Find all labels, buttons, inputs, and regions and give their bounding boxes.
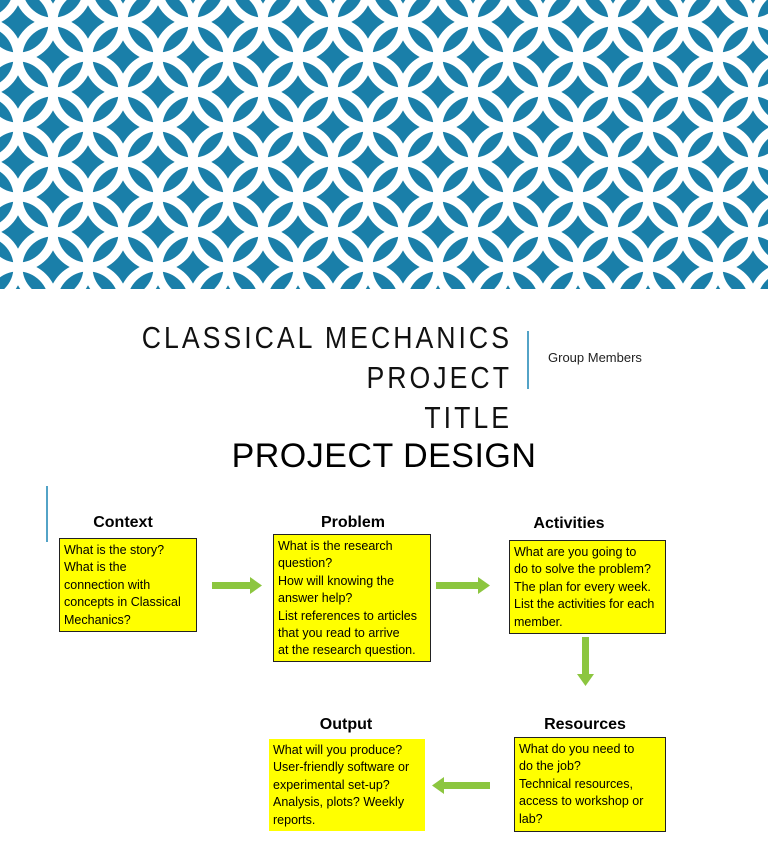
problem-line: What is the research bbox=[278, 539, 393, 553]
slide-title-line-2: TITLE bbox=[424, 400, 512, 435]
design-heading: PROJECT DESIGN bbox=[231, 437, 537, 475]
output-line: User-friendly software or bbox=[273, 760, 410, 775]
activities-box: What are you going to do to solve the pr… bbox=[509, 540, 666, 634]
problem-line: question? bbox=[278, 556, 333, 571]
arrow-activities-to-resources-icon bbox=[577, 637, 594, 686]
activities-label: Activities bbox=[533, 515, 605, 532]
context-line: concepts in Classical bbox=[64, 595, 181, 610]
problem-box: What is the research question? How will … bbox=[273, 534, 431, 662]
context-line: Mechanics? bbox=[64, 612, 131, 627]
resources-box: What do you need to do the job? Technica… bbox=[514, 737, 666, 832]
title-divider bbox=[527, 331, 529, 389]
resources-line: Technical resources, bbox=[519, 776, 633, 791]
decorative-pattern-banner bbox=[0, 0, 768, 289]
problem-line: How will knowing the bbox=[278, 573, 395, 588]
slide-subtitle: Group Members bbox=[548, 350, 642, 365]
resources-line: do the job? bbox=[519, 759, 581, 774]
activities-line: do to solve the problem? bbox=[514, 562, 651, 577]
output-line: reports. bbox=[273, 812, 316, 827]
activities-line: List the activities for each bbox=[514, 597, 655, 612]
context-box: What is the story? What is the connectio… bbox=[59, 538, 197, 632]
problem-line: answer help? bbox=[278, 591, 353, 606]
output-box: What will you produce? User-friendly sof… bbox=[269, 739, 425, 831]
activities-line: What are you going to bbox=[514, 545, 637, 559]
output-label: Output bbox=[319, 716, 373, 733]
context-line: What is the bbox=[64, 560, 127, 575]
resources-line: What do you need to bbox=[519, 742, 635, 756]
activities-line: The plan for every week. bbox=[514, 579, 651, 594]
context-line: connection with bbox=[64, 577, 151, 592]
arrow-resources-to-output-icon bbox=[432, 777, 490, 794]
output-line: What will you produce? bbox=[273, 743, 403, 757]
resources-label: Resources bbox=[544, 716, 626, 733]
slide-title-line-1: CLASSICAL MECHANICS PROJECT bbox=[141, 320, 512, 395]
context-label: Context bbox=[93, 514, 153, 531]
resources-line: lab? bbox=[519, 811, 543, 826]
slide-title: CLASSICAL MECHANICS PROJECT TITLE bbox=[123, 318, 512, 438]
problem-line: at the research question. bbox=[278, 643, 416, 658]
activities-line: member. bbox=[514, 614, 563, 629]
problem-line: that you read to arrive bbox=[278, 626, 400, 641]
arrow-context-to-problem-icon bbox=[212, 577, 262, 594]
design-divider bbox=[46, 486, 48, 542]
output-line: experimental set-up? bbox=[273, 777, 390, 792]
problem-line: List references to articles bbox=[278, 608, 417, 623]
resources-line: access to workshop or bbox=[519, 794, 644, 809]
context-line: What is the story? bbox=[64, 543, 165, 557]
problem-label: Problem bbox=[320, 514, 385, 531]
output-line: Analysis, plots? Weekly bbox=[273, 795, 405, 810]
arrow-problem-to-activities-icon bbox=[436, 577, 490, 594]
